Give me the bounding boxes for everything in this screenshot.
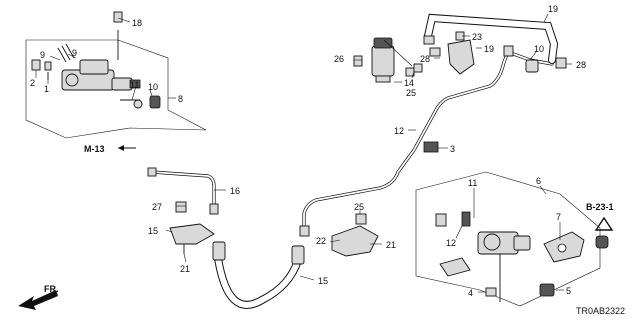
callout-23b: 22 [316, 236, 326, 246]
callout-14: 12 [394, 126, 404, 136]
callout-3: 3 [450, 144, 455, 154]
callout-8: 8 [178, 94, 183, 104]
bracket-17 [169, 201, 215, 254]
callout-19: 19 [548, 4, 558, 14]
callout-22: 18 [132, 18, 142, 28]
callout-10a: 10 [148, 82, 158, 92]
clip-4 [485, 287, 497, 297]
callout-7: 7 [556, 212, 561, 222]
slave-cylinder-gasket-7 [543, 231, 609, 263]
callout-6: 6 [536, 176, 541, 186]
callout-28b: 28 [420, 54, 430, 64]
callout-25a: 25 [354, 202, 364, 212]
callout-numbers: 18 9 9 2 1 11 10 8 16 27 15 21 15 12 3 2… [30, 4, 586, 298]
reservoir-hose-19 [424, 13, 559, 64]
callout-23a: 21 [180, 264, 190, 274]
callout-2: 2 [30, 78, 35, 88]
master-cylinder-group-box [25, 39, 207, 139]
callout-9a: 9 [40, 50, 45, 60]
pipe-clip-3 [423, 141, 439, 153]
callout-21: 21 [386, 240, 396, 250]
slave-cylinder-group-box [415, 171, 601, 307]
front-direction-arrow: FR. [18, 284, 59, 310]
callout-28a: 28 [576, 60, 586, 70]
pipe-18 [147, 167, 219, 215]
clutch-slave-cylinder [435, 211, 531, 302]
callout-13: 11 [130, 80, 139, 90]
master-cylinder-small-parts [31, 43, 161, 109]
callout-17: 15 [148, 226, 158, 236]
clutch-master-cylinder [61, 11, 141, 91]
callout-4: 4 [468, 288, 473, 298]
callout-15: 15 [318, 276, 328, 286]
b231-reference: B-23-1 [586, 202, 614, 231]
callout-16: 14 [404, 78, 414, 88]
m13-label: M-13 [84, 144, 105, 154]
bleeder-5 [539, 283, 555, 297]
callout-11: 11 [468, 178, 477, 188]
callout-1: 1 [44, 84, 49, 94]
m13-reference: M-13 [84, 144, 136, 154]
callout-20: 19 [484, 44, 494, 54]
callout-25b: 25 [406, 88, 416, 98]
diagram-code: TR0AB2322 [576, 306, 625, 316]
b231-label: B-23-1 [586, 202, 614, 212]
callout-10b: 10 [534, 44, 544, 54]
bracket-21 [331, 213, 379, 257]
callout-12: 12 [446, 238, 456, 248]
leader-lines [35, 13, 572, 293]
callout-27: 27 [152, 202, 162, 212]
callout-24: 23 [472, 32, 482, 42]
pipe-14 [299, 45, 554, 237]
callout-18: 16 [230, 186, 240, 196]
front-label: FR. [44, 284, 59, 294]
clutch-reservoir [353, 37, 415, 83]
clutch-hose-15 [212, 241, 305, 309]
hose-bracket-20 [413, 31, 567, 75]
callout-9b: 9 [72, 48, 77, 58]
callout-26: 26 [334, 54, 344, 64]
callout-5: 5 [566, 286, 571, 296]
